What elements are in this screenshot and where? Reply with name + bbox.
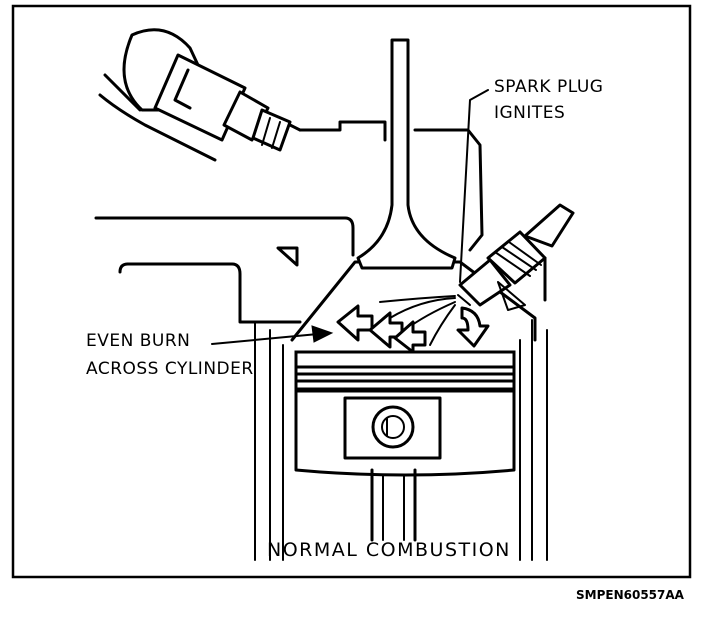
cylinder-head <box>94 120 548 561</box>
even-burn-label-line-1: EVEN BURN <box>86 331 190 351</box>
leader-lines <box>211 89 489 345</box>
piston <box>294 350 516 477</box>
valve <box>356 38 457 270</box>
port-triangle <box>276 246 299 267</box>
spark-plug-label-line-2: IGNITES <box>494 103 565 123</box>
connecting-rod <box>370 468 417 542</box>
burn-arrow-1 <box>336 304 374 342</box>
combustion-chamber <box>290 260 537 342</box>
reference-code: SMPEN60557AA <box>576 588 685 602</box>
spark-plug <box>457 203 575 311</box>
combustion-flame <box>336 295 490 354</box>
diagram-caption: NORMAL COMBUSTION <box>267 539 511 561</box>
spark-plug-label-line-1: SPARK PLUG <box>494 77 603 97</box>
injector-assembly <box>98 28 302 162</box>
even-burn-label-line-2: ACROSS CYLINDER <box>86 359 254 379</box>
burn-arrow-4 <box>456 306 490 348</box>
diagram-frame <box>11 4 692 579</box>
